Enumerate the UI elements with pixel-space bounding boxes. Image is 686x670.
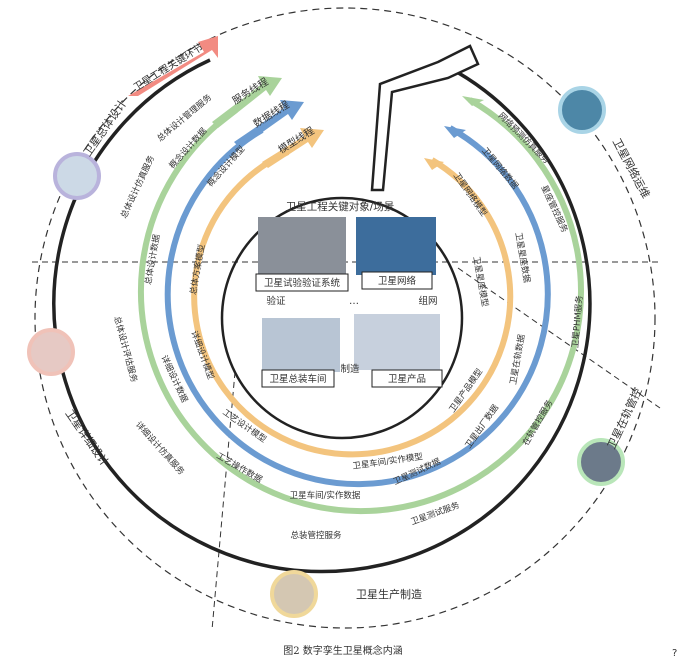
data-ring-label-7: 卫星在轨数据 (508, 333, 528, 386)
service-ring-label-1: 总体设计仿真服务 (118, 153, 157, 220)
model-return-arrow (424, 158, 444, 170)
inner-ring (220, 196, 464, 440)
data-ring-label-8: 卫星星座数据 (513, 231, 533, 284)
thread-arrows (212, 76, 484, 170)
quadrant-label-detail: 卫星详细设计 (63, 407, 112, 469)
center-box-label-1: 卫星试验验证系统 (264, 277, 341, 289)
service-ring-label-2: 总体设计评估服务 (111, 315, 139, 384)
relation-verify: 验证 (266, 295, 286, 307)
center-box-4 (371, 369, 443, 388)
model-ring-label-7: 卫星网络模型 (451, 171, 490, 219)
center-box-2 (361, 271, 433, 290)
figure-caption: 图2 数字孪生卫星概念内涵 (283, 646, 403, 657)
center-box-label-3: 卫星总装车间 (269, 373, 326, 385)
data-ring-label-9: 卫星网络数据 (479, 145, 521, 192)
outer-dashed-ring (34, 7, 656, 629)
model-ring-label-1: 总体方案模型 (188, 243, 208, 296)
main-lifecycle-ring (52, 58, 592, 574)
center-box-label-4: 卫星产品 (388, 373, 426, 385)
test-system-image (258, 217, 346, 275)
assembly-workshop-image (262, 318, 340, 372)
key-stage-arrow (128, 36, 218, 96)
service-ring-label-3: 详细设计仿真服务 (133, 419, 187, 477)
corner-mark: ? (672, 648, 678, 659)
design-icon (53, 152, 101, 200)
model-thread-arrow (262, 128, 324, 168)
data-ring-label-4: 卫星车间/实作数据 (290, 490, 361, 501)
relation-manufacture: 制造 (340, 363, 360, 375)
service-return-arrow (462, 96, 484, 106)
quadrant-label-design: 卫星总体设计 (80, 97, 129, 159)
center-box-1 (255, 273, 349, 292)
service-ring (137, 97, 584, 515)
service-ring-label-6: 在轨管控服务 (520, 397, 555, 447)
service-thread-arrow (212, 76, 282, 128)
center-box-3 (261, 369, 335, 388)
model-ring (191, 149, 514, 458)
service-ring-label-7: 卫星PHM服务 (570, 294, 586, 348)
satellite-product-image (354, 314, 440, 370)
onorbit-icon (577, 438, 625, 486)
quadrant-icons (27, 86, 625, 618)
quadrant-label-production: 卫星生产制造 (356, 587, 422, 601)
data-return-arrow (444, 126, 466, 138)
network-icon (558, 86, 606, 134)
service-ring-label-9: 网络预测仿真服务 (496, 110, 552, 166)
production-icon (270, 570, 318, 618)
model-ring-label-6: 卫星星座模型 (471, 255, 491, 308)
data-ring (164, 125, 551, 488)
feedback-arrow (370, 44, 480, 192)
network-image (356, 217, 436, 275)
center-title: 卫星工程关键对象/场景 (286, 200, 395, 213)
center-box-label-2: 卫星网络 (378, 275, 417, 287)
center-ellipsis: … (349, 296, 359, 307)
detail-icon (27, 328, 75, 376)
dashed-divider-lower-right (457, 267, 661, 409)
dashed-divider-lower-left (211, 371, 236, 631)
relation-network: 组网 (418, 295, 437, 307)
service-ring-label-4: 总装管控服务 (290, 530, 342, 541)
data-thread-arrow (234, 100, 304, 148)
